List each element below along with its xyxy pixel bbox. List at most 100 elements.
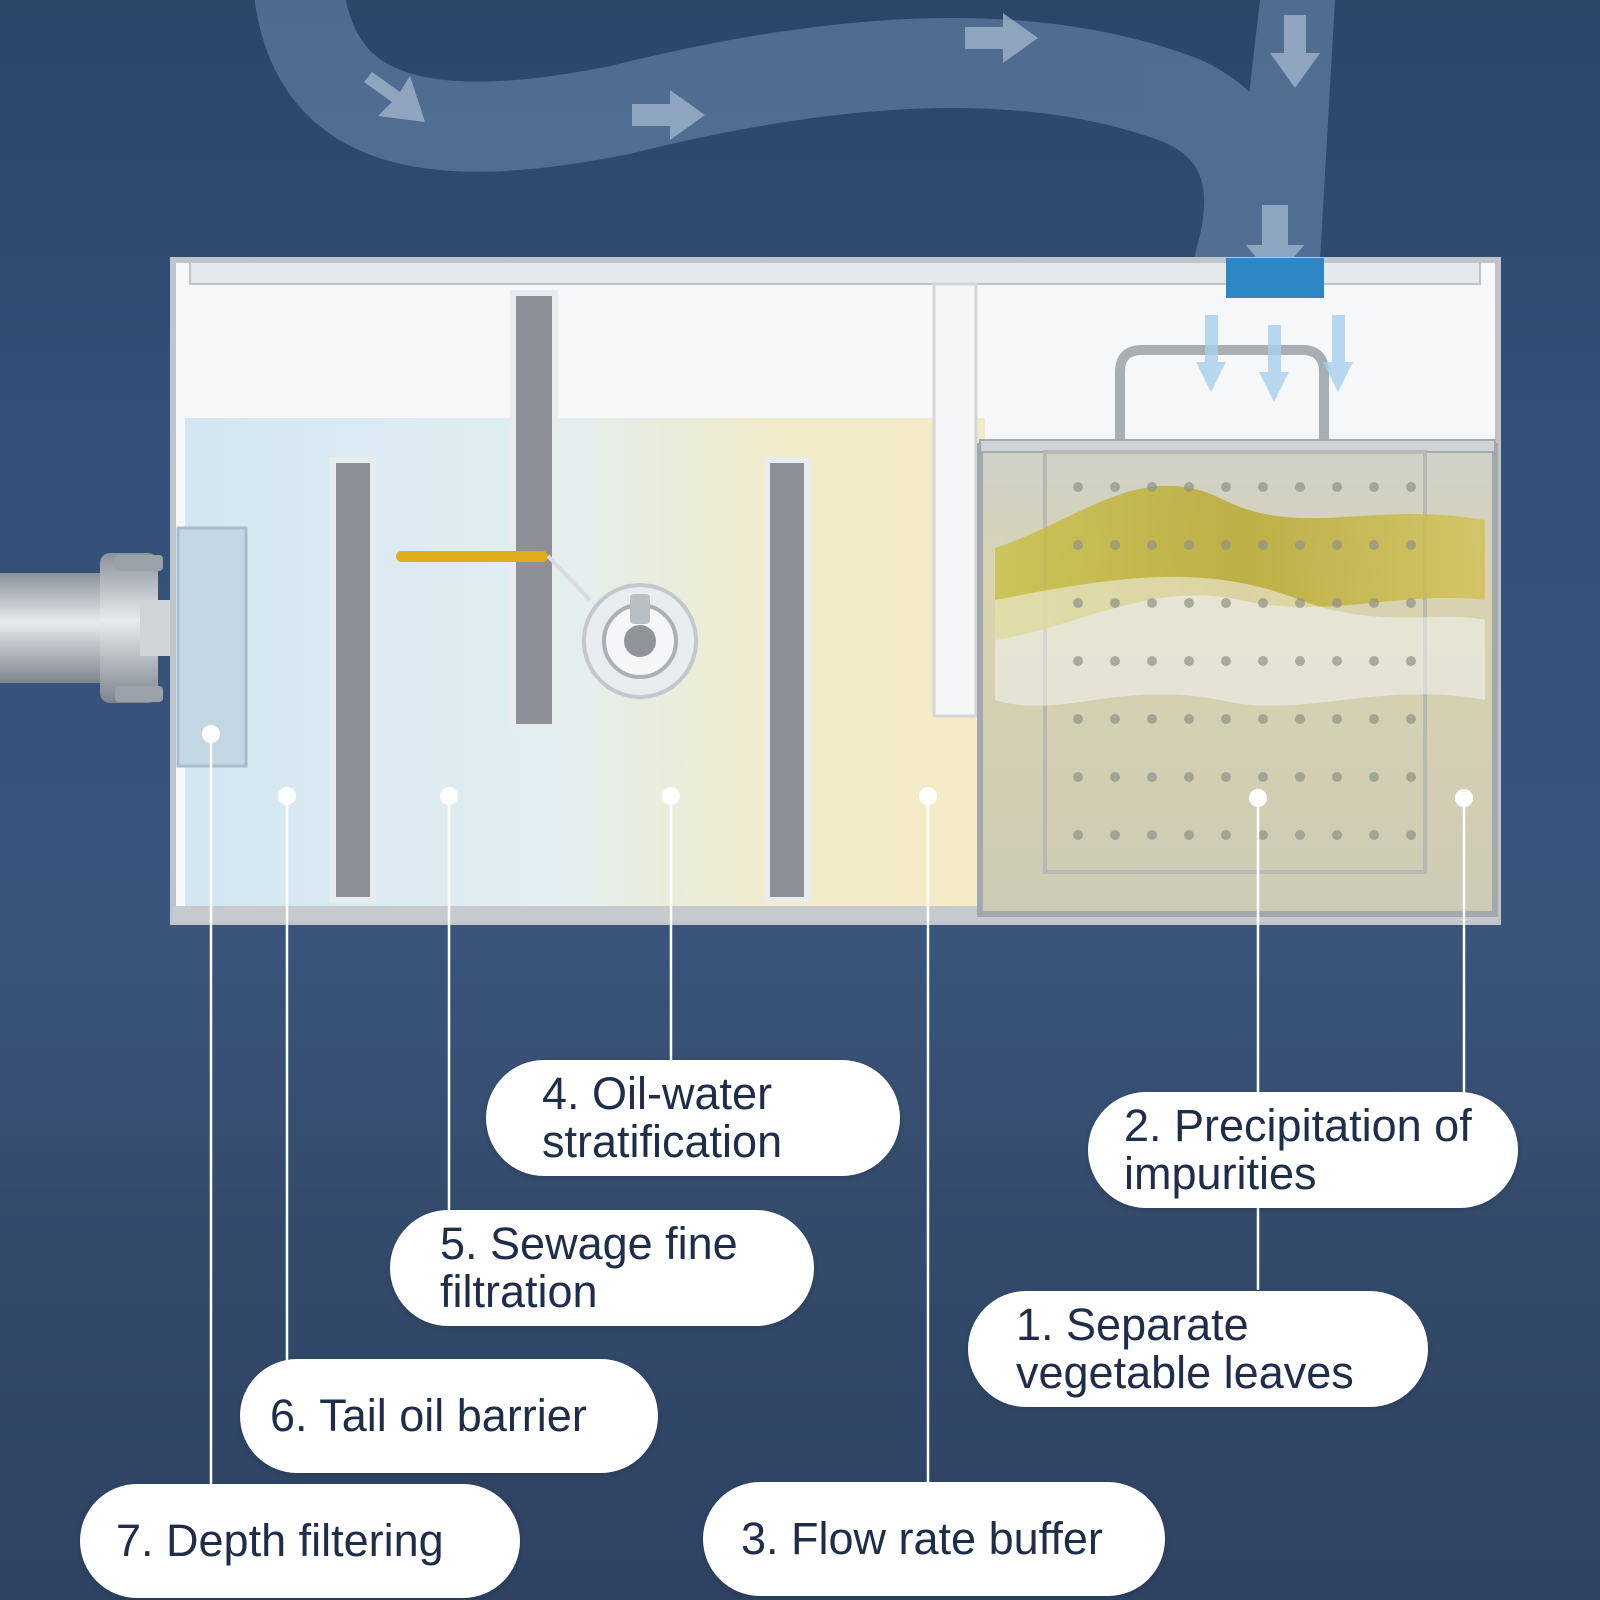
label-oil-water-stratification: 4. Oil-water stratification <box>486 1060 900 1176</box>
perforation-dot <box>1073 540 1083 550</box>
basket-perforations <box>1073 482 1416 840</box>
perforation-dot <box>1147 714 1157 724</box>
label-text: 1. Separate vegetable leaves <box>1016 1299 1354 1398</box>
perforation-dot <box>1147 772 1157 782</box>
perforation-dot <box>1221 656 1231 666</box>
label-text: 7. Depth filtering <box>116 1515 444 1566</box>
perforation-dot <box>1110 598 1120 608</box>
perforation-dot <box>1406 656 1416 666</box>
arrow-icon <box>1323 315 1353 392</box>
perforation-dot <box>1332 540 1342 550</box>
perforation-dot <box>1369 830 1379 840</box>
perforation-dot <box>1147 482 1157 492</box>
baffle-oil-water <box>764 457 810 903</box>
perforation-dot <box>1147 598 1157 608</box>
leader-dots <box>202 725 1473 807</box>
perforation-dot <box>1406 772 1416 782</box>
perforation-dot <box>1073 598 1083 608</box>
perforation-dot <box>1147 830 1157 840</box>
leader-dot-5 <box>440 787 458 805</box>
perforation-dot <box>1295 482 1305 492</box>
perforation-dot <box>1184 482 1194 492</box>
perforation-dot <box>1258 772 1268 782</box>
perforation-dot <box>1332 656 1342 666</box>
label-separate-vegetable-leaves: 1. Separate vegetable leaves <box>968 1291 1428 1407</box>
leader-dot-6 <box>278 787 296 805</box>
perforation-dot <box>1184 830 1194 840</box>
perforation-dot <box>1110 656 1120 666</box>
perforation-dot <box>1221 540 1231 550</box>
label-text: 4. Oil-water stratification <box>542 1068 783 1167</box>
perforation-dot <box>1406 830 1416 840</box>
perforation-dot <box>1332 830 1342 840</box>
perforation-dot <box>1184 598 1194 608</box>
perforation-dot <box>1258 714 1268 724</box>
label-tail-oil-barrier: 6. Tail oil barrier <box>240 1359 658 1473</box>
perforation-dot <box>1406 540 1416 550</box>
perforation-dot <box>1221 830 1231 840</box>
inflow-pipe <box>255 0 1335 305</box>
perforation-dot <box>1073 772 1083 782</box>
label-precipitation-of-impurities: 2. Precipitation of impurities <box>1088 1092 1518 1208</box>
valve-icon <box>396 551 698 699</box>
perforation-dot <box>1369 540 1379 550</box>
perforation-dot <box>1369 598 1379 608</box>
perforation-dot <box>1110 482 1120 492</box>
label-sewage-fine-filtration: 5. Sewage fine filtration <box>390 1210 814 1326</box>
perforation-dot <box>1258 540 1268 550</box>
pipe-icon <box>0 553 172 703</box>
perforation-dot <box>1295 540 1305 550</box>
arrow-icon <box>364 72 425 122</box>
arrow-icon <box>632 90 705 140</box>
baffle-upper <box>510 290 558 730</box>
perforation-dot <box>1221 714 1231 724</box>
perforation-dot <box>1369 714 1379 724</box>
perforation-dot <box>1332 772 1342 782</box>
perforation-dot <box>1073 714 1083 724</box>
perforation-dot <box>1221 482 1231 492</box>
perforation-dot <box>1110 830 1120 840</box>
perforation-dot <box>1073 482 1083 492</box>
leader-dot-1 <box>1249 789 1267 807</box>
perforation-dot <box>1332 482 1342 492</box>
perforation-dot <box>1369 772 1379 782</box>
inflow-arrows <box>1196 315 1353 402</box>
perforation-dot <box>1073 830 1083 840</box>
perforation-dot <box>1332 714 1342 724</box>
perforation-dot <box>1110 714 1120 724</box>
perforation-dot <box>1073 656 1083 666</box>
perforation-dot <box>1184 656 1194 666</box>
leader-dot-3 <box>919 787 937 805</box>
perforation-dot <box>1332 598 1342 608</box>
perforation-dot <box>1184 714 1194 724</box>
perforation-dot <box>1406 598 1416 608</box>
leader-dot-4 <box>662 787 680 805</box>
label-flow-rate-buffer: 3. Flow rate buffer <box>703 1482 1165 1596</box>
perforation-dot <box>1110 772 1120 782</box>
perforation-dot <box>1258 830 1268 840</box>
perforation-dot <box>1406 482 1416 492</box>
leader-dot-2 <box>1455 789 1473 807</box>
arrow-icon <box>965 13 1038 63</box>
perforation-dot <box>1258 598 1268 608</box>
baffle-flow-buffer <box>932 282 978 718</box>
label-text: 3. Flow rate buffer <box>741 1513 1103 1564</box>
perforation-dot <box>1184 772 1194 782</box>
perforation-dot <box>1369 482 1379 492</box>
perforation-dot <box>1295 656 1305 666</box>
baffles <box>330 282 978 903</box>
perforation-dot <box>1295 830 1305 840</box>
perforation-dot <box>1221 772 1231 782</box>
label-text: 5. Sewage fine filtration <box>440 1218 738 1317</box>
label-text: 2. Precipitation of impurities <box>1124 1100 1472 1199</box>
baffle-tail-oil <box>330 457 376 903</box>
perforation-dot <box>1147 540 1157 550</box>
arrow-icon <box>1259 325 1289 402</box>
perforation-dot <box>1295 772 1305 782</box>
perforation-dot <box>1295 598 1305 608</box>
perforation-dot <box>1221 598 1231 608</box>
perforation-dot <box>1184 540 1194 550</box>
perforation-dot <box>1258 656 1268 666</box>
arrow-icon <box>1270 15 1320 88</box>
